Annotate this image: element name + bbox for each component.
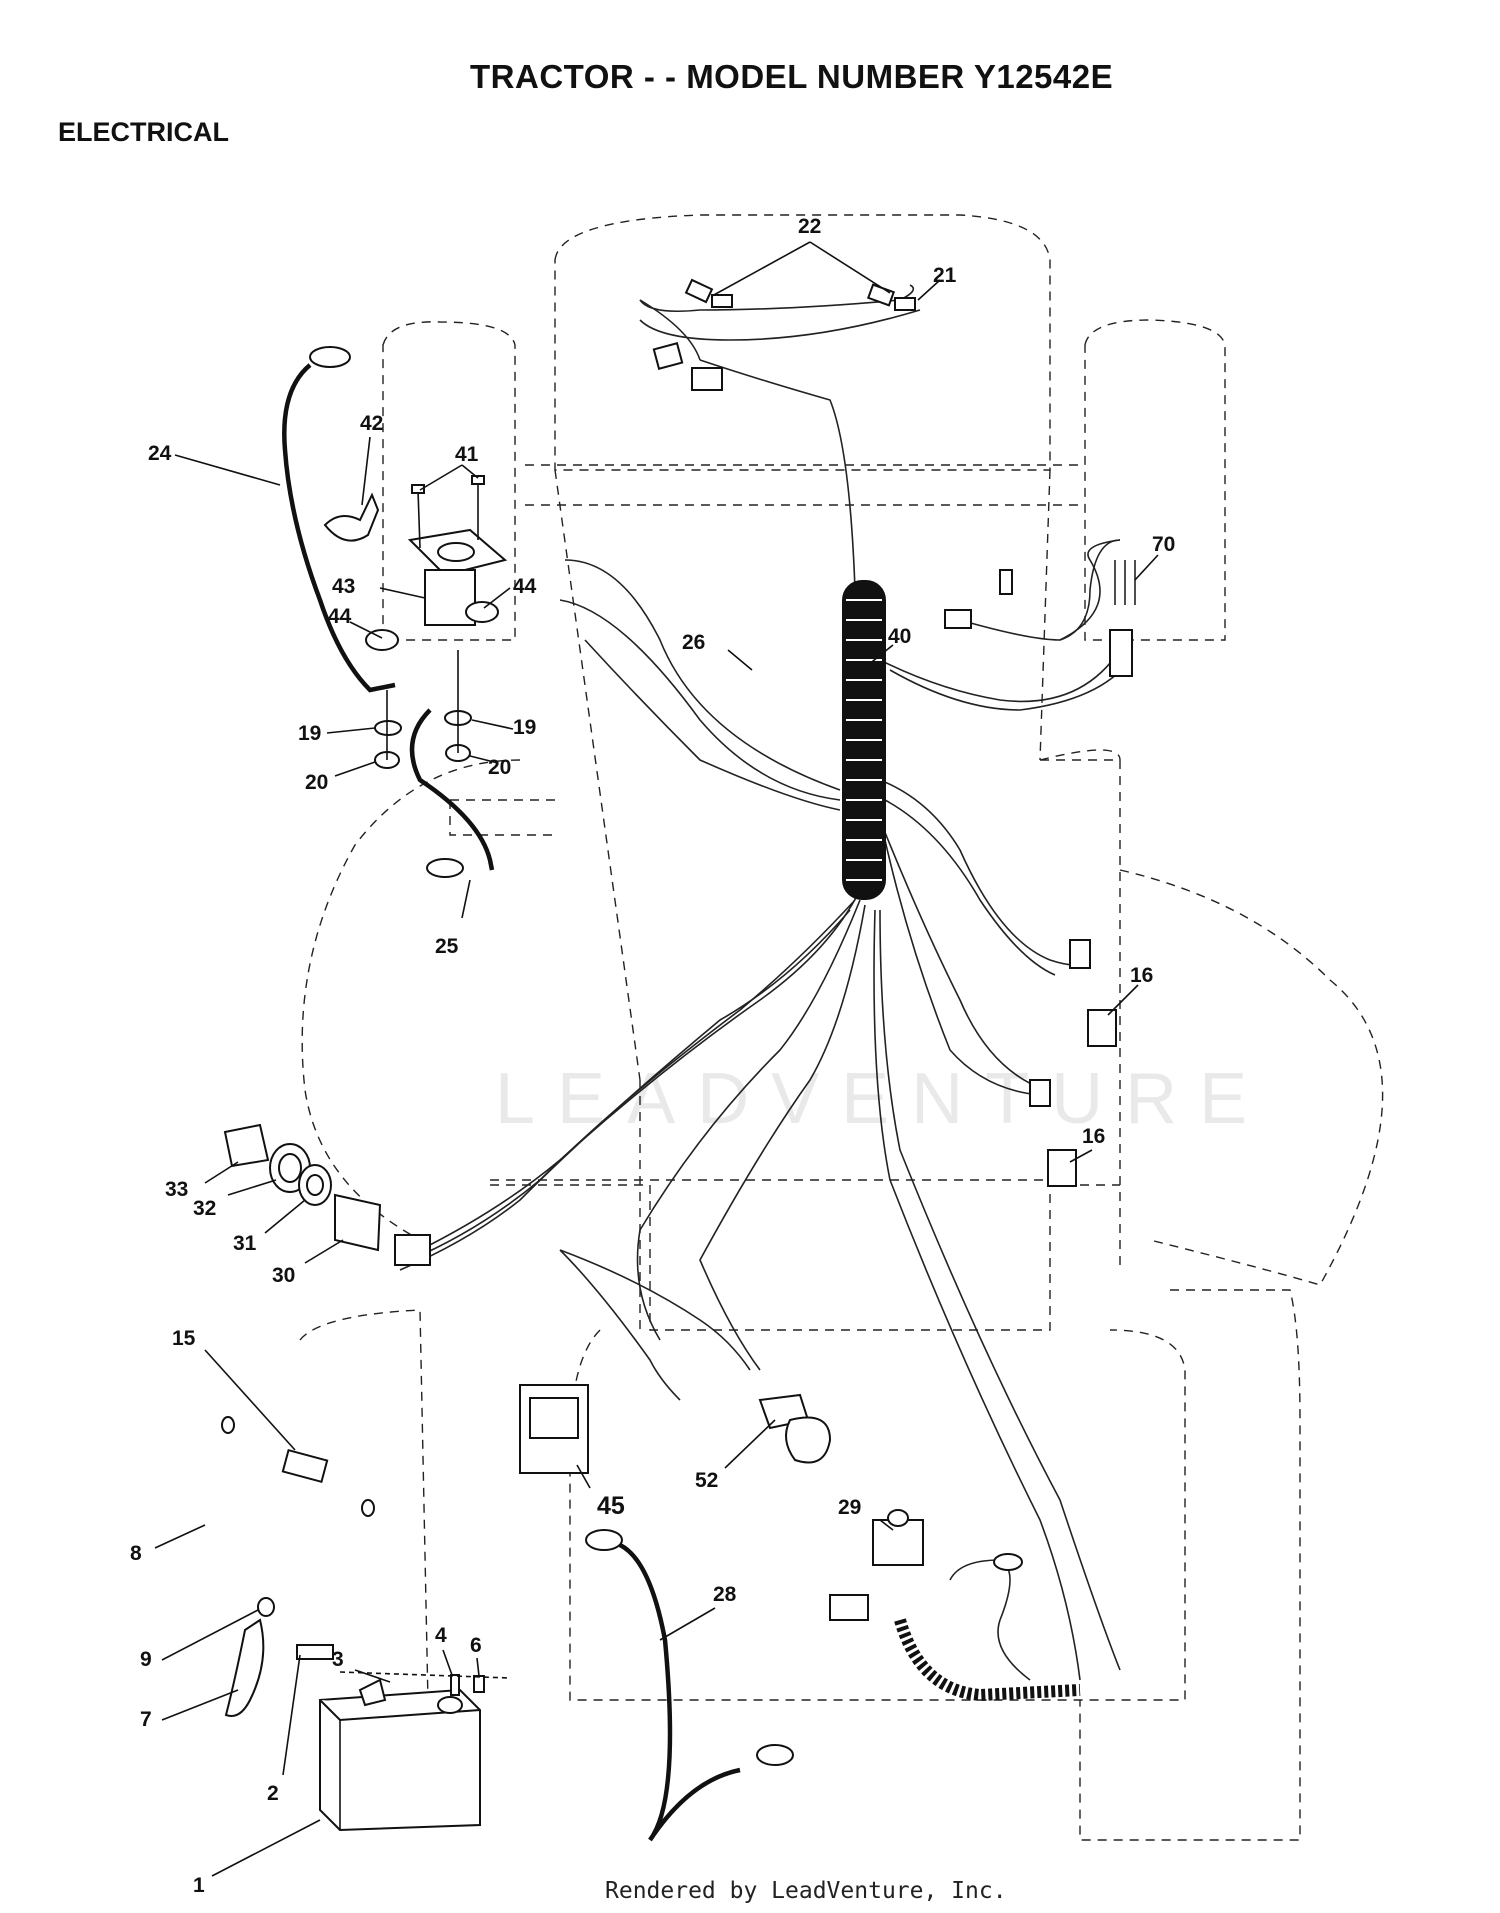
callout-32: 32 (193, 1197, 216, 1220)
footer-credit: Rendered by LeadVenture, Inc. (605, 1878, 1007, 1904)
callout-7: 7 (140, 1708, 152, 1731)
battery-assembly (224, 1597, 511, 1832)
callout-40: 40 (888, 625, 911, 648)
ignition-switch-parts (223, 1123, 431, 1266)
callout-15: 15 (172, 1327, 196, 1350)
callout-labels: 24 42 41 43 44 44 19 19 20 20 25 22 21 2… (130, 215, 1175, 1897)
callout-16-upper: 16 (1130, 964, 1153, 987)
callout-44-right: 44 (513, 575, 537, 598)
callout-26: 26 (682, 631, 705, 654)
callout-16-lower: 16 (1082, 1125, 1105, 1148)
callout-31: 31 (233, 1232, 257, 1255)
callout-19-right: 19 (513, 716, 536, 739)
callout-6: 6 (470, 1634, 482, 1657)
callout-21: 21 (933, 264, 957, 287)
callout-22: 22 (798, 215, 821, 238)
callout-1: 1 (193, 1874, 205, 1897)
callout-4: 4 (435, 1624, 447, 1647)
harness-conduit-coil (842, 580, 886, 900)
callout-45: 45 (597, 1492, 625, 1520)
misc-parts (221, 1384, 924, 1621)
diagram-title: TRACTOR - - MODEL NUMBER Y12542E (470, 58, 1114, 95)
battery-cables (282, 346, 794, 1842)
right-connectors (944, 539, 1136, 1187)
section-heading: ELECTRICAL (58, 117, 229, 147)
callout-28: 28 (713, 1583, 737, 1606)
callout-8: 8 (130, 1542, 142, 1565)
callout-3: 3 (332, 1648, 344, 1671)
wire-harness (399, 299, 1131, 1681)
callout-70: 70 (1152, 533, 1175, 556)
callout-20-right: 20 (488, 756, 511, 779)
callout-44-left: 44 (328, 605, 352, 628)
callout-42: 42 (360, 412, 383, 435)
callout-2: 2 (267, 1782, 279, 1805)
callout-24: 24 (148, 442, 172, 465)
callout-41: 41 (455, 443, 479, 466)
callout-19-left: 19 (298, 722, 321, 745)
callout-9: 9 (140, 1648, 152, 1671)
callout-30: 30 (272, 1264, 295, 1287)
solenoid-assembly (323, 475, 508, 769)
callout-43: 43 (332, 575, 355, 598)
callout-29: 29 (838, 1496, 861, 1519)
watermark: LEADVENTURE (495, 1059, 1270, 1139)
headlight-harness (639, 278, 921, 391)
callout-33: 33 (165, 1178, 188, 1201)
callout-20-left: 20 (305, 771, 328, 794)
coil-cord (894, 1553, 1081, 1702)
tractor-ghost-outline (299, 214, 1384, 1841)
leader-lines (154, 241, 1159, 1877)
callout-52: 52 (695, 1469, 718, 1492)
callout-25: 25 (435, 935, 459, 958)
